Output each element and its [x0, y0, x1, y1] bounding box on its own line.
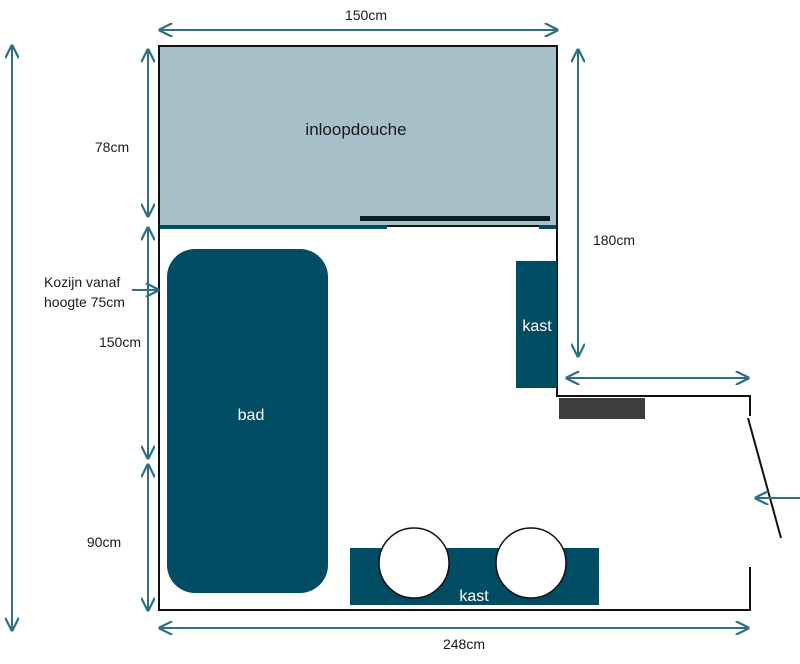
shower-threshold-right: [539, 225, 557, 229]
bathtub: [167, 249, 328, 593]
label-right-height: 180cm: [593, 232, 635, 248]
label-cabinet-bottom: kast: [459, 588, 489, 605]
label-shower: inloopdouche: [305, 120, 406, 139]
shower-area: [158, 45, 558, 227]
shower-glass-panel: [360, 216, 550, 221]
label-left-mid: 150cm: [99, 334, 141, 350]
shower-threshold-left: [159, 225, 387, 229]
label-left-bottom: 90cm: [87, 534, 121, 550]
sink-right: [495, 527, 567, 599]
room-wall-outline: [158, 226, 751, 611]
label-bath: bad: [238, 407, 265, 424]
label-top-width: 150cm: [345, 7, 387, 23]
radiator: [559, 398, 645, 419]
door-swing-line: [747, 417, 782, 539]
room-wall-step: [556, 226, 751, 416]
cabinet-right: [516, 261, 557, 388]
label-cabinet-right: kast: [522, 318, 552, 335]
label-window-note-line1: Kozijn vanaf: [44, 274, 120, 290]
label-shower-depth: 78cm: [95, 139, 129, 155]
label-window-note-line2: hoogte 75cm: [44, 294, 125, 310]
sink-left: [378, 527, 450, 599]
label-bottom-width: 248cm: [443, 636, 485, 652]
